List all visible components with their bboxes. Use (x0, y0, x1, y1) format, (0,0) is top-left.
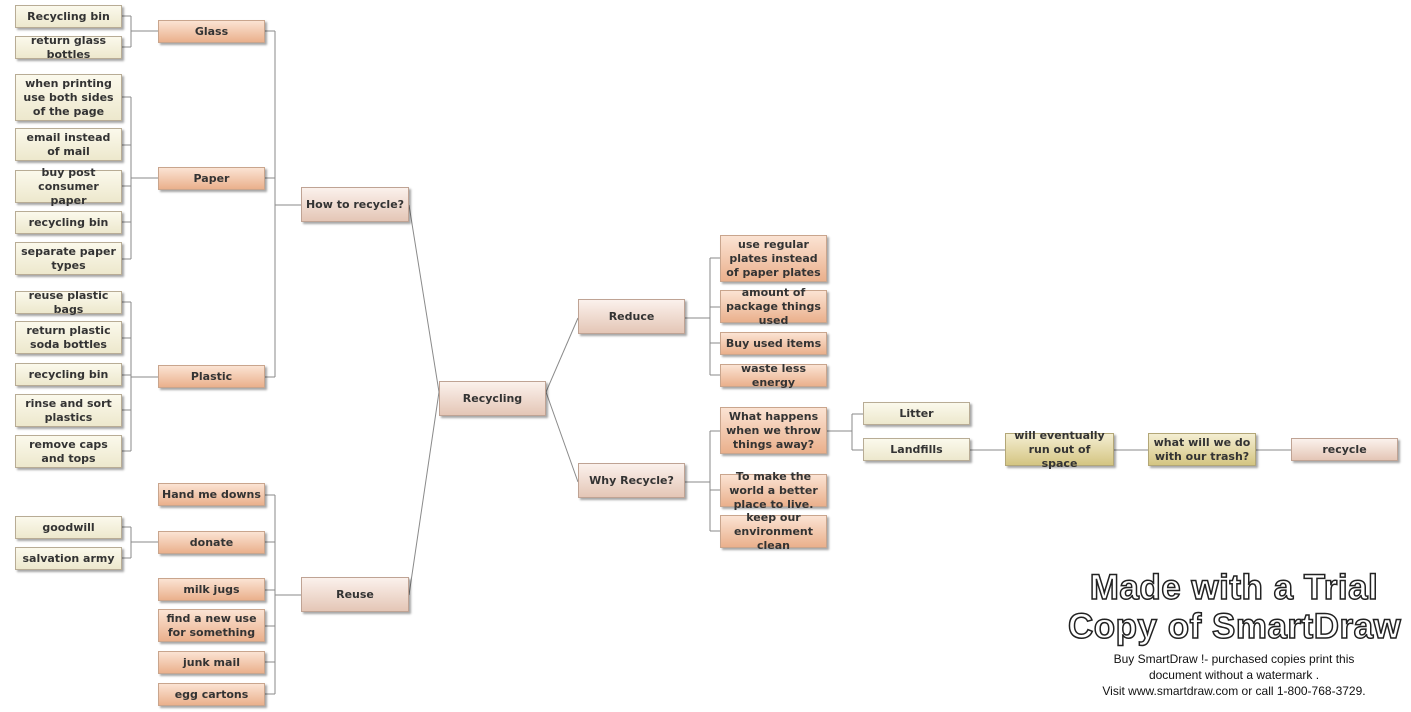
trash-item: Litter (863, 402, 970, 425)
why-item: What happens when we throw things away? (720, 407, 827, 454)
paper-item: buy post consumer paper (15, 166, 122, 207)
paper-item: recycling bin (15, 211, 122, 234)
watermark-note-line1: Buy SmartDraw !- purchased copies print … (1113, 652, 1355, 666)
node-glass: Glass (158, 20, 265, 43)
glass-item: Recycling bin (15, 5, 122, 28)
trash-item: Landfills (863, 438, 970, 461)
why-item: To make the world a better place to live… (720, 470, 827, 511)
node-how-to-recycle: How to recycle? (301, 187, 409, 222)
reuse-item: donate (158, 531, 265, 554)
plastic-item: reuse plastic bags (15, 289, 122, 316)
glass-item: return glass bottles (15, 34, 122, 61)
donate-item: goodwill (15, 516, 122, 539)
reuse-item: find a new use for something (158, 609, 265, 642)
watermark-note: Buy SmartDraw !- purchased copies print … (1068, 651, 1400, 699)
landfill-chain-item: recycle (1291, 438, 1398, 461)
reduce-item: Buy used items (720, 332, 827, 355)
reduce-item: use regular plates instead of paper plat… (720, 235, 827, 282)
paper-item: separate paper types (15, 242, 122, 275)
watermark-title-line1: Made with a Trial (1089, 567, 1379, 608)
landfill-chain-item: what will we do with our trash? (1148, 433, 1256, 466)
plastic-item: remove caps and tops (15, 435, 122, 468)
node-recycling: Recycling (439, 381, 546, 416)
reuse-item: Hand me downs (158, 483, 265, 506)
paper-item: email instead of mail (15, 128, 122, 161)
watermark-note-line3: Visit www.smartdraw.com or call 1-800-76… (1102, 684, 1366, 698)
reuse-item: junk mail (158, 651, 265, 674)
node-reuse: Reuse (301, 577, 409, 612)
plastic-item: recycling bin (15, 363, 122, 386)
plastic-item: return plastic soda bottles (15, 321, 122, 354)
reuse-item: egg cartons (158, 683, 265, 706)
watermark-title-line2: Copy of SmartDraw (1067, 606, 1402, 647)
node-reduce: Reduce (578, 299, 685, 334)
landfill-chain-item: will eventually run out of space (1005, 429, 1114, 470)
donate-item: salvation army (15, 547, 122, 570)
node-plastic: Plastic (158, 365, 265, 388)
paper-item: when printing use both sides of the page (15, 74, 122, 121)
reduce-item: waste less energy (720, 362, 827, 389)
watermark: Made with a Trial Copy of SmartDraw Buy … (1067, 567, 1402, 699)
node-paper: Paper (158, 167, 265, 190)
why-item: keep our environment clean (720, 511, 827, 552)
reuse-item: milk jugs (158, 578, 265, 601)
plastic-item: rinse and sort plastics (15, 394, 122, 427)
reduce-item: amount of package things used (720, 286, 827, 327)
node-why-recycle: Why Recycle? (578, 463, 685, 498)
watermark-note-line2: document without a watermark . (1148, 668, 1320, 682)
